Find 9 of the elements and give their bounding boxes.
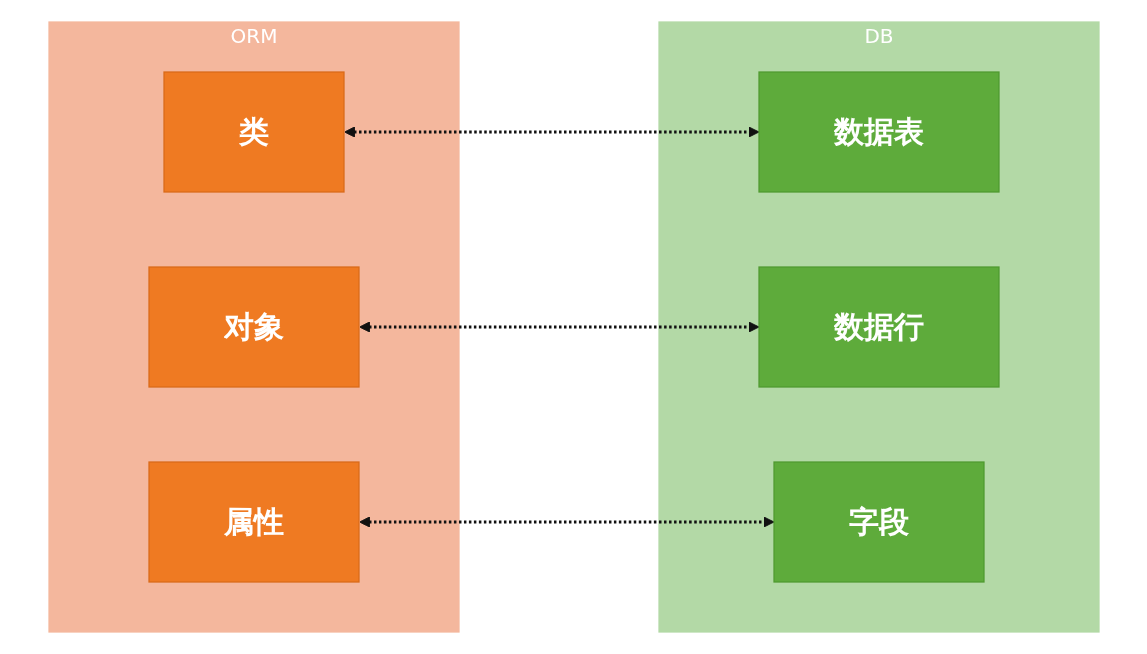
node-box: 数据表 [757, 71, 1000, 193]
arrow [343, 126, 759, 138]
node-box: 数据行 [757, 266, 1000, 388]
node-box: 类 [162, 71, 345, 193]
node-box: 属性 [147, 461, 360, 583]
arrow [358, 516, 774, 528]
node-box: 字段 [772, 461, 985, 583]
arrow [358, 321, 759, 333]
node-box: 对象 [147, 266, 360, 388]
